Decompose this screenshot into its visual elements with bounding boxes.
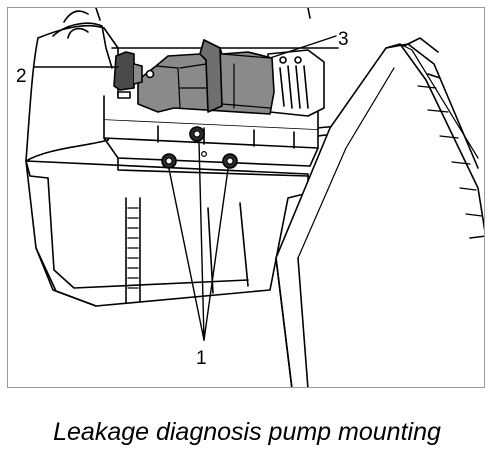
ribbed-strip bbox=[127, 207, 139, 289]
open-lid bbox=[275, 37, 484, 387]
callout-3: 3 bbox=[338, 29, 349, 50]
diagram-frame: 1 2 3 bbox=[7, 7, 485, 388]
leader-1-b bbox=[198, 141, 205, 341]
leader-lines bbox=[33, 35, 337, 341]
leader-1-c bbox=[203, 168, 229, 341]
figure-caption: Leakage diagnosis pump mounting bbox=[53, 418, 441, 446]
pump-mounting-illustration bbox=[25, 8, 484, 387]
nut-upper bbox=[189, 126, 205, 142]
callout-2: 2 bbox=[16, 66, 27, 87]
leader-3 bbox=[269, 35, 337, 59]
leakage-diagnosis-pump bbox=[137, 39, 275, 115]
nut-right bbox=[222, 153, 238, 169]
upper-body bbox=[25, 8, 339, 162]
leader-1-a bbox=[168, 168, 205, 341]
lid-ribs bbox=[417, 85, 483, 217]
canister-housing bbox=[25, 160, 309, 307]
mounting-nuts bbox=[161, 126, 238, 169]
electrical-connector bbox=[113, 51, 155, 99]
callout-1: 1 bbox=[196, 348, 207, 369]
nut-left bbox=[161, 153, 177, 169]
